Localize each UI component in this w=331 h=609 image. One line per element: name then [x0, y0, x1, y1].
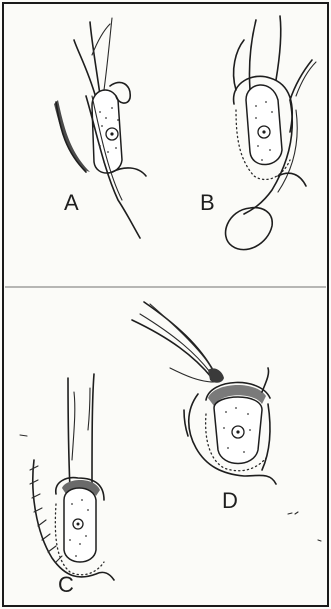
panel-label-c: C: [58, 574, 74, 596]
figure-border: [3, 3, 328, 606]
panel-label-b: B: [200, 192, 215, 214]
panel-label-d: D: [222, 490, 238, 512]
panel-c-drawing: [20, 374, 114, 580]
panel-b-drawing: [226, 16, 316, 250]
panel-label-a: A: [64, 192, 79, 214]
